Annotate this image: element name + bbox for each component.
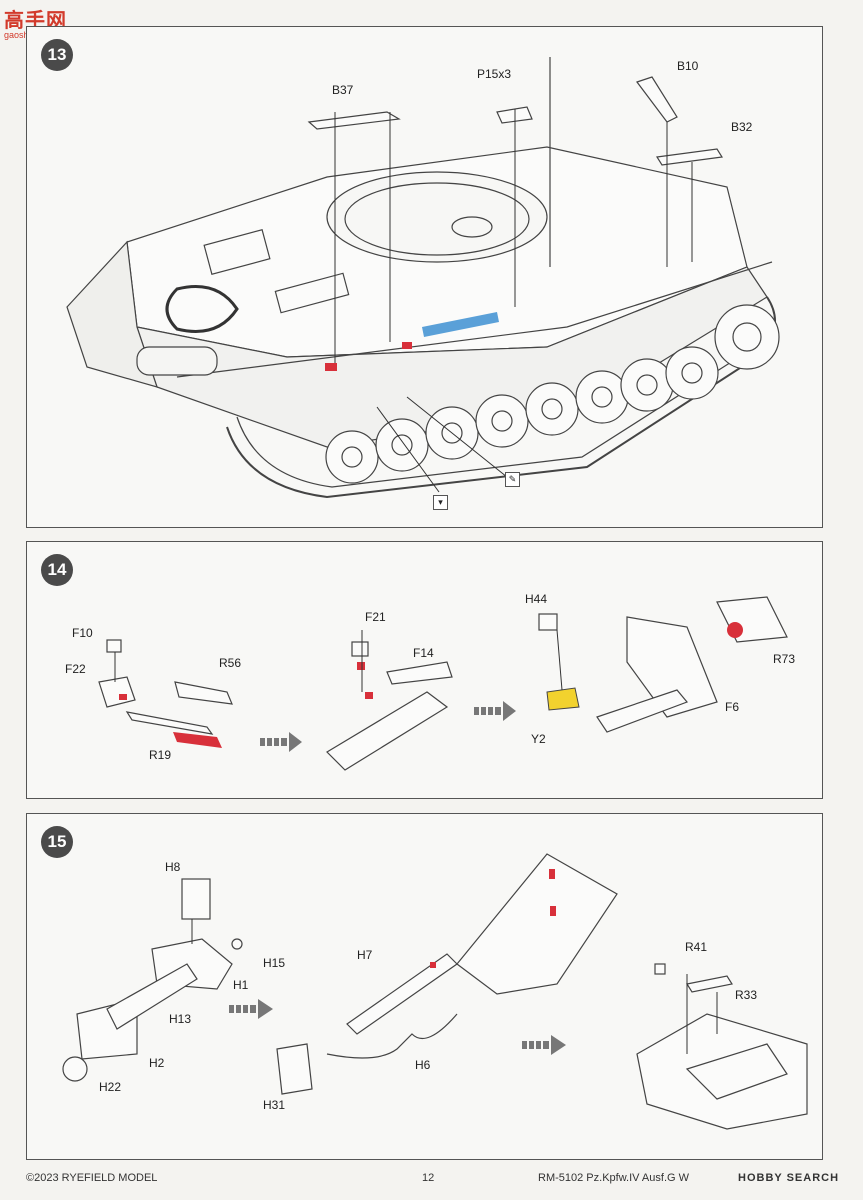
red-part-b37b (402, 342, 412, 349)
part-label-p15: P15x3 (477, 67, 512, 81)
footer-brand-logo: HOBBY SEARCH (738, 1172, 840, 1184)
part-label-h13: H13 (169, 1012, 192, 1026)
part-label-h7: H7 (357, 948, 373, 962)
yellow-part-y2 (546, 687, 580, 711)
mount-assembly-drawing (62, 853, 808, 1130)
part-label-b10: B10 (677, 59, 699, 73)
paint-brush-icon: ✎ (505, 472, 520, 487)
part-label-r73: R73 (773, 652, 796, 666)
part-label-b32: B32 (731, 120, 753, 134)
part-label-h8: H8 (165, 860, 181, 874)
red-part-f21 (357, 662, 365, 670)
part-label-r41: R41 (685, 940, 708, 954)
part-label-r33: R33 (735, 988, 758, 1002)
part-label-f6: F6 (725, 700, 740, 714)
part-label-h1: H1 (233, 978, 249, 992)
red-part-b37 (325, 363, 337, 371)
step-14-panel: 14 (26, 541, 823, 799)
part-label-h6: H6 (415, 1058, 431, 1072)
part-label-f21: F21 (365, 610, 386, 624)
detail-view-icon: ▾ (433, 495, 448, 510)
part-label-y2: Y2 (531, 732, 546, 746)
footer-page-number: 12 (422, 1172, 435, 1184)
red-part-r73 (727, 622, 743, 638)
red-part-h6 (430, 962, 436, 968)
part-label-r56: R56 (219, 656, 242, 670)
part-label-f22: F22 (65, 662, 86, 676)
part-label-h15: H15 (263, 956, 286, 970)
red-part-r19 (173, 732, 222, 748)
red-part-f22 (119, 694, 127, 700)
step-number: 13 (41, 39, 73, 71)
gun-assembly-drawing (98, 596, 788, 771)
footer-copyright: ©2023 RYEFIELD MODEL (26, 1172, 158, 1184)
tank-hull-drawing (66, 57, 780, 499)
step-15-panel: 15 (26, 813, 823, 1160)
part-label-h44: H44 (525, 592, 548, 606)
red-part-f14 (365, 692, 373, 699)
red-part-h7b (549, 869, 555, 879)
part-label-r19: R19 (149, 748, 172, 762)
step-number: 14 (41, 554, 73, 586)
part-label-h22: H22 (99, 1080, 122, 1094)
part-label-f14: F14 (413, 646, 434, 660)
part-label-h2: H2 (149, 1056, 165, 1070)
blue-part-tool (422, 312, 499, 337)
part-label-f10: F10 (72, 626, 93, 640)
red-part-h7 (550, 906, 556, 916)
step-number: 15 (41, 826, 73, 858)
step-13-panel: 13 (26, 26, 823, 528)
footer-product: RM-5102 Pz.Kpfw.IV Ausf.G W (538, 1172, 689, 1184)
part-label-h31: H31 (263, 1098, 286, 1112)
part-label-b37: B37 (332, 83, 354, 97)
